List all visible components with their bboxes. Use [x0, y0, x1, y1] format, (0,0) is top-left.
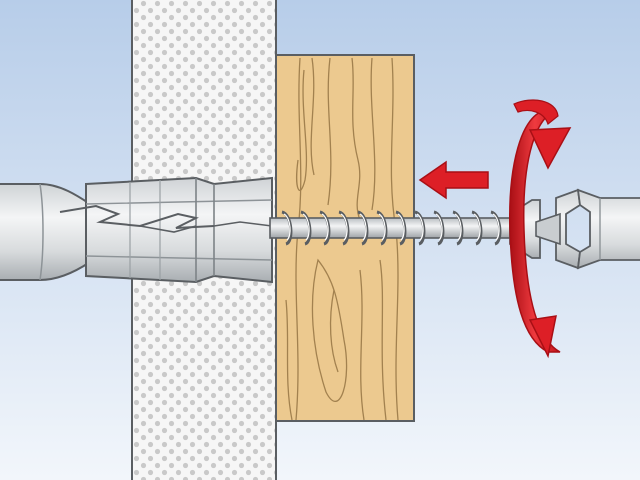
thread-turn — [338, 210, 350, 246]
thread-highlight — [435, 213, 443, 241]
thread-highlight — [473, 213, 481, 241]
thread-highlight — [492, 213, 500, 241]
screw-shank — [269, 217, 511, 239]
thread-highlight — [321, 213, 329, 241]
thread-highlight — [283, 213, 291, 241]
thread-turn — [395, 210, 407, 246]
thread-turn — [490, 210, 502, 246]
thread-highlight — [397, 213, 405, 241]
left-tool-body — [0, 183, 91, 281]
thread-highlight — [378, 213, 386, 241]
thread-turn — [433, 210, 445, 246]
expansion-plug — [59, 176, 273, 284]
clockwise-rotation-arrow-icon — [509, 99, 572, 359]
screwdriver-tip — [535, 188, 640, 270]
thread-highlight — [359, 213, 367, 241]
thread-turn — [414, 210, 426, 246]
push-left-arrow-icon — [418, 160, 489, 200]
thread-highlight — [454, 213, 462, 241]
thread-turn — [471, 210, 483, 246]
thread-turn — [319, 210, 331, 246]
thread-turn — [357, 210, 369, 246]
thread-highlight — [416, 213, 424, 241]
thread-turn — [452, 210, 464, 246]
thread-highlight — [340, 213, 348, 241]
thread-turn — [281, 210, 293, 246]
thread-highlight — [302, 213, 310, 241]
thread-turn — [376, 210, 388, 246]
screw-thread — [281, 210, 502, 246]
thread-turn — [300, 210, 312, 246]
